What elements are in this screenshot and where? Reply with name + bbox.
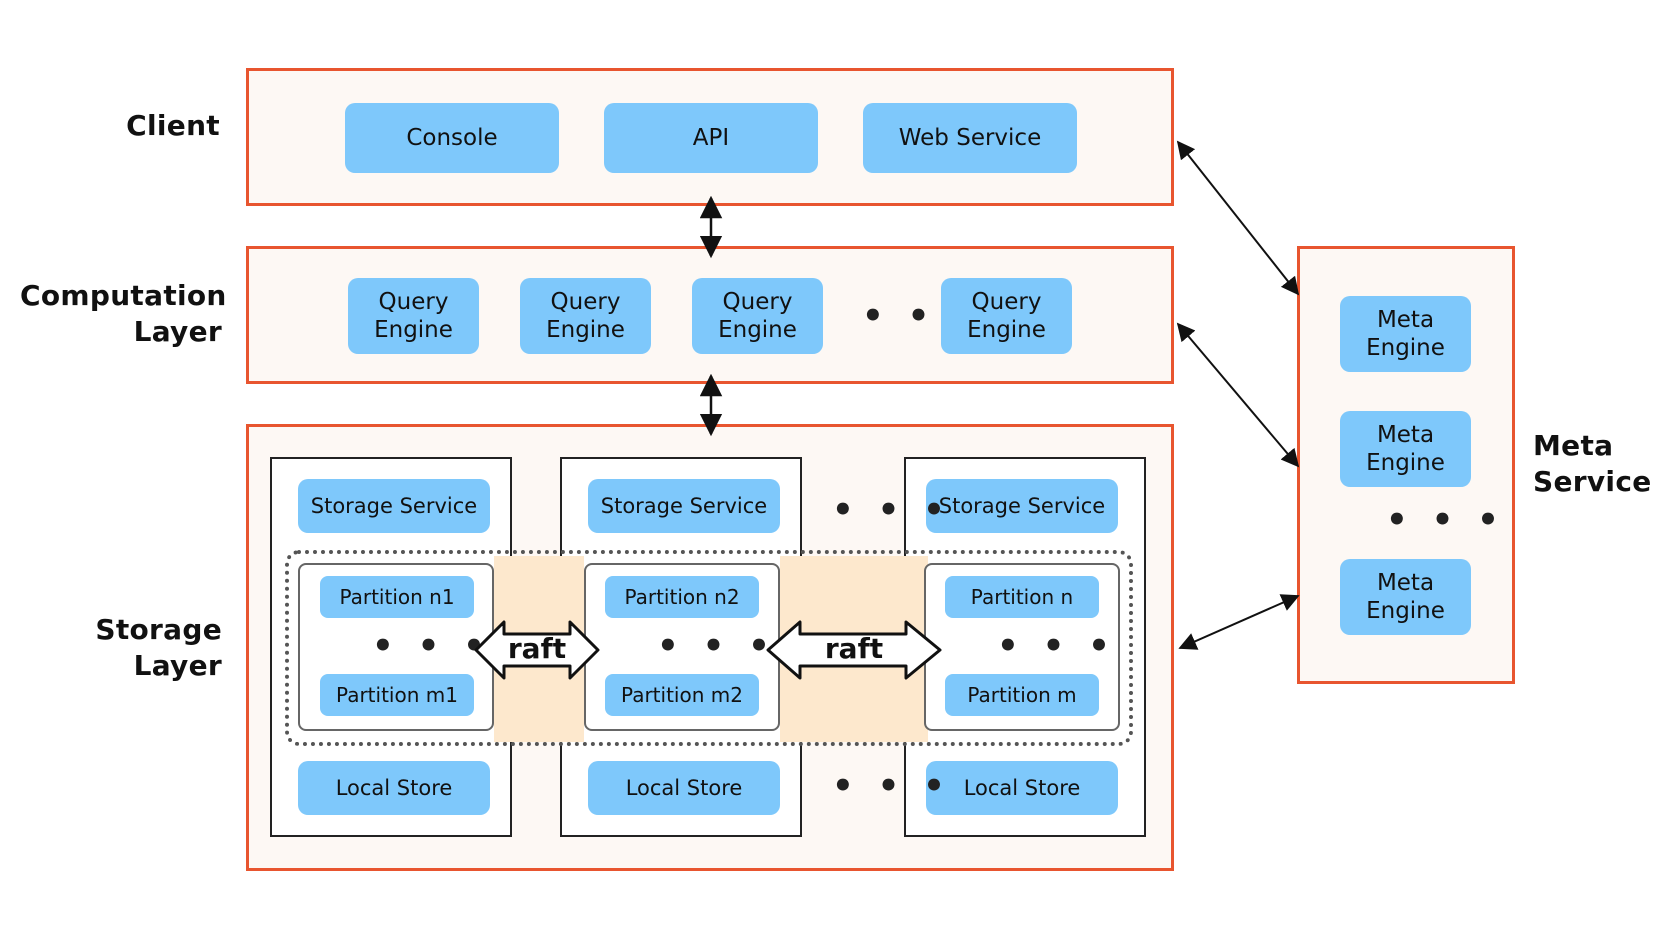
partition-n2: Partition n2 bbox=[605, 576, 759, 618]
local-store-1: Local Store bbox=[298, 761, 490, 815]
storage-service-1: Storage Service bbox=[298, 479, 490, 533]
raft-arrow-1 bbox=[474, 620, 600, 680]
partition-m1: Partition m1 bbox=[320, 674, 474, 716]
client-label: Client bbox=[126, 109, 220, 142]
console-box: Console bbox=[345, 103, 559, 173]
computation-layer-label: Computation Layer bbox=[20, 279, 227, 348]
client-meta-arrow bbox=[1176, 140, 1300, 296]
partition-n: Partition n bbox=[945, 576, 1099, 618]
partition-group-frame bbox=[285, 550, 1133, 746]
meta-service-label: Meta Service bbox=[1533, 429, 1652, 498]
storage-service-3: Storage Service bbox=[926, 479, 1118, 533]
raft-label-1: raft bbox=[507, 632, 567, 665]
web-service-box: Web Service bbox=[863, 103, 1077, 173]
raft-arrow-2 bbox=[766, 620, 942, 680]
raft-label-2: raft bbox=[824, 632, 884, 665]
local-store-3: Local Store bbox=[926, 761, 1118, 815]
computation-meta-arrow bbox=[1176, 322, 1300, 468]
partition-m2: Partition m2 bbox=[605, 674, 759, 716]
api-box: API bbox=[604, 103, 818, 173]
partition-n1: Partition n1 bbox=[320, 576, 474, 618]
storage-service-2: Storage Service bbox=[588, 479, 780, 533]
storage-layer-label: Storage Layer bbox=[95, 613, 222, 682]
partition-m: Partition m bbox=[945, 674, 1099, 716]
local-store-2: Local Store bbox=[588, 761, 780, 815]
storage-meta-arrow bbox=[1178, 594, 1300, 650]
